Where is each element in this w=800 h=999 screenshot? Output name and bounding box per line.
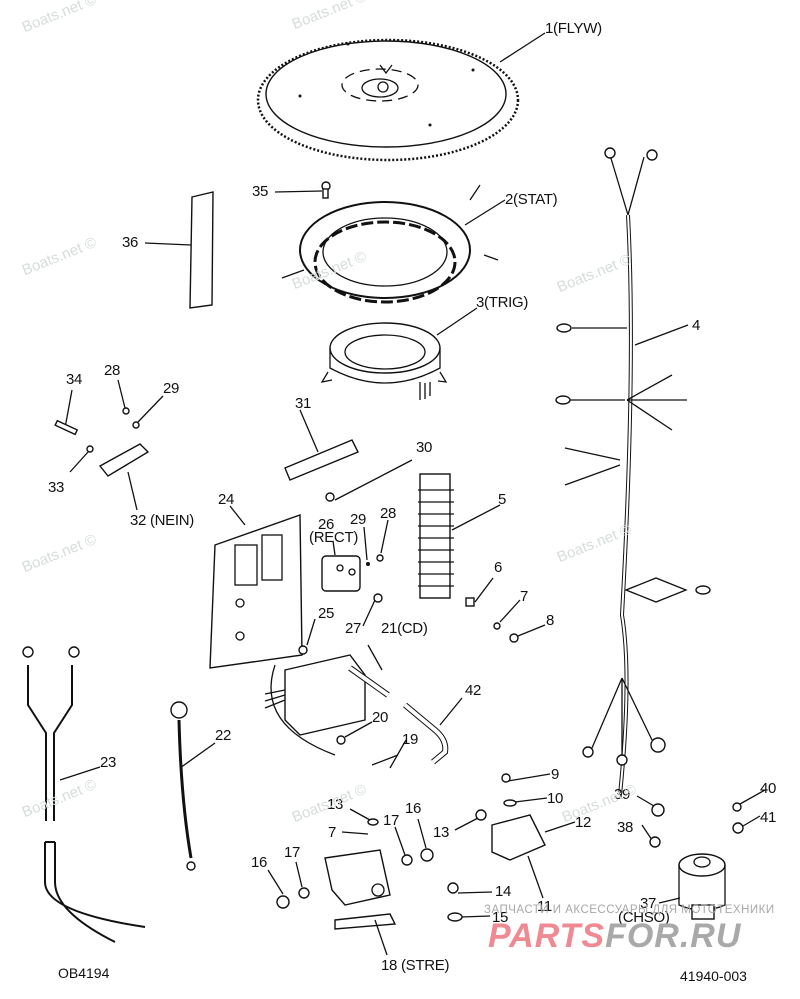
battery-cable-23: [22, 646, 146, 943]
callout-37: 37: [640, 895, 657, 912]
callout-21-cd: 21(CD): [381, 620, 428, 637]
flywheel-part: [256, 32, 546, 162]
callout-38: 38: [617, 819, 634, 836]
callout-13-relay: 13: [327, 796, 344, 813]
hardware-19-20-42: [336, 697, 463, 769]
callout-41: 41: [760, 809, 777, 826]
callout-9: 9: [551, 766, 560, 783]
regulator-group: [447, 773, 576, 922]
rectifier-26: [298, 519, 389, 655]
callout-10: 10: [547, 790, 564, 807]
callout-20: 20: [372, 709, 389, 726]
ground-cable-22: [170, 701, 216, 871]
callout-26-rect: (RECT): [309, 529, 359, 546]
callout-25: 25: [318, 605, 335, 622]
callout-12: 12: [575, 814, 592, 831]
hardware-6-7-8: [465, 577, 546, 643]
callout-29-left: 29: [163, 380, 180, 397]
callout-3-trigger: 3(TRIG): [476, 294, 529, 311]
callout-17-lower: 17: [284, 844, 301, 861]
callout-28-left: 28: [104, 362, 121, 379]
cd-module-21: [264, 644, 390, 756]
callout-11: 11: [537, 898, 552, 915]
callout-39: 39: [614, 786, 631, 803]
callout-37-chso: (CHSO): [618, 909, 670, 926]
callout-30: 30: [416, 439, 433, 456]
callout-28-right: 28: [380, 505, 397, 522]
callout-36: 36: [122, 234, 139, 251]
callout-7: 7: [520, 588, 529, 605]
insulator-sheet-36: [144, 191, 214, 309]
callout-2-stator: 2(STAT): [505, 191, 558, 208]
callout-6: 6: [494, 559, 503, 576]
callout-4: 4: [692, 317, 701, 334]
callout-14: 14: [495, 883, 512, 900]
callout-33: 33: [48, 479, 65, 496]
callout-22: 22: [215, 727, 232, 744]
callout-18-starter-relay: 18 (STRE): [381, 957, 450, 974]
callout-32-noise-filter: 32 (NEIN): [130, 512, 194, 529]
callout-34: 34: [66, 371, 83, 388]
drawing-number-right: 41940-003: [680, 968, 747, 984]
screw-30: [325, 459, 413, 502]
brand-logo: PARTSFOR.RU: [488, 917, 741, 956]
choke-solenoid-group: [636, 789, 766, 920]
callout-42: 42: [465, 682, 482, 699]
starter-relay-group: [267, 808, 434, 956]
callout-13-regulator: 13: [433, 824, 450, 841]
brand-name-part2: FOR.RU: [605, 917, 742, 955]
noise-filter-group: [54, 379, 164, 511]
terminal-strip-31: [284, 409, 359, 481]
drawing-number-left: OB4194: [58, 965, 110, 981]
callout-1-flywheel: 1(FLYW): [545, 20, 602, 37]
stator-part: [281, 184, 506, 304]
callout-15: 15: [492, 909, 509, 926]
trigger-part: [320, 307, 478, 400]
callout-19: 19: [402, 731, 419, 748]
callout-29-right: 29: [350, 511, 367, 528]
callout-5: 5: [498, 491, 507, 508]
callout-26: 26: [318, 516, 335, 533]
callout-35: 35: [252, 183, 269, 200]
callout-23: 23: [100, 754, 117, 771]
terminal-block-5: [418, 473, 501, 599]
callout-8: 8: [546, 612, 555, 629]
wire-harness-4: [555, 147, 711, 796]
callout-17-upper: 17: [383, 812, 400, 829]
mounting-plate-24: [209, 505, 303, 669]
brand-name-part1: PARTS: [488, 917, 606, 955]
callout-24: 24: [218, 491, 235, 508]
callout-31: 31: [295, 395, 312, 412]
brand-subtitle: ЗАПЧАСТИ И АКСЕССУАРЫ ДЛЯ МОТОТЕХНИКИ: [484, 904, 775, 916]
callout-40: 40: [760, 780, 777, 797]
screw-35: [274, 181, 331, 199]
callout-16-upper: 16: [405, 800, 422, 817]
callout-7-relay: 7: [328, 824, 337, 841]
callout-16-lower: 16: [251, 854, 268, 871]
callout-27: 27: [345, 620, 362, 637]
